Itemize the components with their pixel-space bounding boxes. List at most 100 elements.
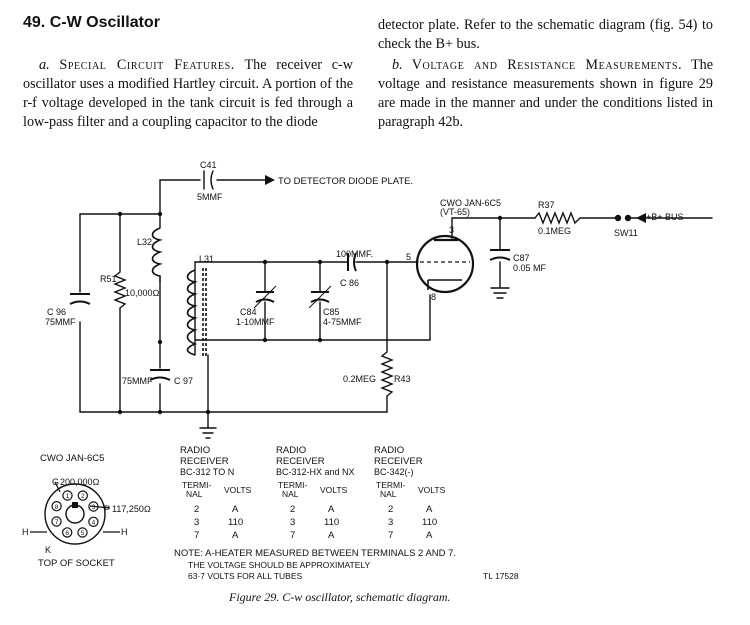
- label-c96: C 96: [47, 307, 66, 317]
- socket-pin-number: 6: [65, 530, 69, 537]
- table-title-line: BC-342(-): [374, 467, 414, 477]
- label-r37: R37: [538, 200, 555, 210]
- socket-pin: 3: [88, 501, 99, 512]
- table-cell-terminal: 2: [388, 504, 393, 515]
- socket-pin: 1: [62, 490, 73, 501]
- label-pin-grid: 5: [406, 252, 411, 262]
- resistor-r43: [380, 351, 394, 397]
- label-c87-value: 0.05 MF: [513, 263, 547, 273]
- detector-arrow-icon: [265, 175, 275, 185]
- label-r43: R43: [394, 374, 411, 384]
- switch-sw11: [614, 214, 632, 222]
- table-cell-terminal: 7: [388, 530, 393, 541]
- table-cell-volts: A: [426, 530, 433, 541]
- label-c41-value: 5MMF: [197, 192, 223, 202]
- label-l31: L31: [199, 254, 214, 264]
- socket-g-label: G: [52, 477, 59, 487]
- table-header-volts: VOLTS: [418, 485, 446, 495]
- table-header-terminal: TERMI-: [182, 480, 211, 490]
- label-c85-value: 4-75MMF: [323, 317, 362, 327]
- tube-socket: [30, 481, 120, 545]
- table-title-line: BC-312 TO N: [180, 467, 234, 477]
- table-title-line: RADIO: [276, 445, 306, 456]
- socket-pin: 5: [77, 527, 88, 538]
- socket-pin: 8: [51, 501, 62, 512]
- capacitor-c85: [308, 285, 332, 309]
- table-title-line: BC-312-HX and NX: [276, 467, 355, 477]
- paragraph-a-body: The receiver c-w oscillator uses a modif…: [23, 57, 353, 130]
- inductor-l31: [186, 268, 207, 358]
- table-header-terminal: TERMI-: [376, 480, 405, 490]
- paragraph-b-body: The voltage and resistance measurements …: [378, 57, 714, 130]
- table-cell-terminal: 2: [194, 504, 199, 515]
- paragraph-a-title: Special Circuit Features.: [59, 57, 235, 73]
- table-title-line: RECEIVER: [276, 456, 325, 467]
- capacitor-c87: [489, 249, 511, 261]
- label-tube: CWO JAN-6C5: [440, 198, 501, 208]
- label-c41: C41: [200, 160, 217, 170]
- table-cell-volts: A: [328, 504, 335, 515]
- paragraph-a-lead: a.: [39, 57, 50, 73]
- resistor-r37: [534, 211, 581, 225]
- section-heading: 49. C-W Oscillator: [23, 14, 160, 31]
- table-header-terminal: NAL: [282, 489, 299, 499]
- label-r37-value: 0.1MEG: [538, 226, 571, 236]
- table-header-volts: VOLTS: [320, 485, 348, 495]
- label-l32: L32: [137, 237, 152, 247]
- paragraph-b-title: Voltage and Resistance Measurements.: [411, 57, 683, 73]
- label-c86-value: 100MMF.: [336, 249, 373, 259]
- schematic-wires: [79, 170, 713, 439]
- paragraph-a-continued: detector plate. Refer to the schematic d…: [378, 17, 713, 52]
- label-c97-value: 75MMF: [122, 376, 153, 386]
- figure-id: TL 17528: [483, 571, 519, 581]
- label-c96-value: 75MMF: [45, 317, 76, 327]
- socket-h-left: H: [22, 527, 29, 537]
- table-cell-terminal: 3: [290, 517, 295, 528]
- label-detector: TO DETECTOR DIODE PLATE.: [278, 176, 413, 187]
- label-c85: C85: [323, 307, 340, 317]
- vacuum-tube-6c5: [415, 234, 475, 294]
- socket-pin: 6: [61, 527, 73, 538]
- label-r43-value: 0.2MEG: [343, 374, 376, 384]
- socket-pin-number: 5: [81, 530, 85, 537]
- socket-g-value: 200,000Ω: [60, 477, 100, 487]
- socket-title: CWO JAN-6C5: [40, 453, 104, 464]
- socket-pin-number: 7: [55, 519, 59, 526]
- note-line-3: 63·7 VOLTS FOR ALL TUBES: [188, 571, 302, 581]
- capacitor-c96: [69, 293, 91, 305]
- label-r51: R51: [100, 274, 117, 284]
- socket-p-label: P: [104, 504, 110, 514]
- socket-k-label: K: [45, 545, 51, 555]
- paragraph-b-lead: b.: [392, 57, 403, 73]
- socket-pin: 7: [51, 516, 62, 527]
- label-c87: C87: [513, 253, 530, 263]
- table-header-terminal: TERMI-: [278, 480, 307, 490]
- note-line-2: THE VOLTAGE SHOULD BE APPROXIMATELY: [188, 560, 370, 570]
- label-tube-alt: (VT-65): [440, 207, 470, 217]
- resistor-r51: [113, 271, 127, 309]
- socket-pin-number: 4: [92, 519, 96, 526]
- table-cell-volts: 110: [324, 517, 339, 528]
- table-title-line: RADIO: [374, 445, 404, 456]
- socket-h-right: H: [121, 527, 128, 537]
- label-c97: C 97: [174, 376, 193, 386]
- table-cell-terminal: 3: [388, 517, 393, 528]
- label-c84-value: 1-10MMF: [236, 317, 275, 327]
- table-cell-volts: 110: [422, 517, 437, 528]
- table-header-volts: VOLTS: [224, 485, 252, 495]
- note-line-1: NOTE: A-HEATER MEASURED BETWEEN TERMINAL…: [174, 548, 456, 559]
- label-r51-value: 10,000Ω: [125, 288, 160, 298]
- capacitor-c86: [347, 252, 357, 272]
- table-title-line: RECEIVER: [180, 456, 229, 467]
- table-title-line: RADIO: [180, 445, 210, 456]
- figure-caption: Figure 29. C-w oscillator, schematic dia…: [228, 590, 451, 604]
- table-title-line: RECEIVER: [374, 456, 423, 467]
- table-header-terminal: NAL: [380, 489, 397, 499]
- socket-pin-number: 8: [55, 504, 59, 511]
- paragraph-a: a. Special Circuit Features. The receive…: [23, 56, 353, 132]
